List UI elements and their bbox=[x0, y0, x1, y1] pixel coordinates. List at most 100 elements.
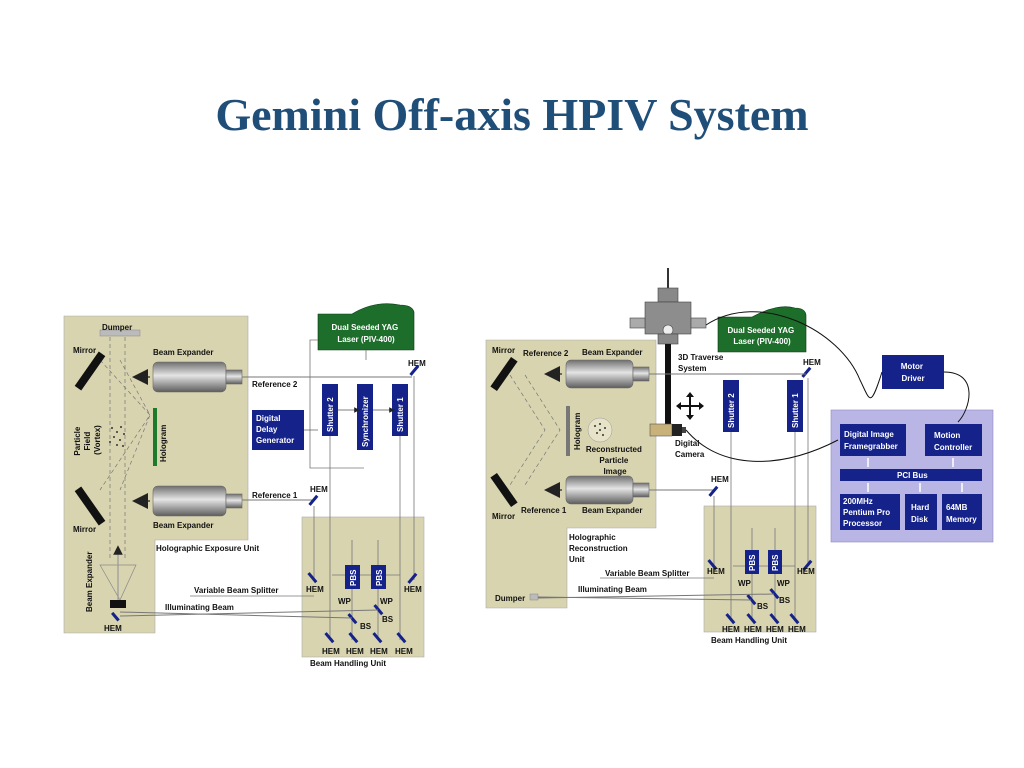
be-right-top-label: Beam Expander bbox=[582, 348, 642, 357]
memory bbox=[942, 494, 982, 530]
framegrabber bbox=[840, 424, 906, 456]
hem-right-vbs-a bbox=[707, 559, 718, 571]
hem-left-vbs-b bbox=[407, 572, 418, 584]
pci-bus bbox=[840, 469, 982, 481]
vertical-expander-block bbox=[110, 600, 126, 608]
beam-expander-top bbox=[152, 361, 243, 393]
reconstruction-unit-panel bbox=[485, 339, 657, 609]
hem-right-row-1: HEM bbox=[722, 625, 740, 634]
processor bbox=[840, 494, 900, 530]
hard-disk-line1: Hard bbox=[911, 503, 929, 512]
sync-wires bbox=[304, 407, 395, 431]
shutter1-right bbox=[787, 380, 803, 432]
beam-expander-right-bottom bbox=[565, 475, 650, 505]
hem-right-top-label: HEM bbox=[803, 358, 821, 367]
hem-right-top bbox=[801, 366, 812, 378]
memory-line2: Memory bbox=[946, 515, 977, 524]
shutter2-left bbox=[322, 384, 338, 436]
mirror-top-label: Mirror bbox=[73, 346, 96, 355]
bs-left-2-label: BS bbox=[382, 615, 394, 624]
dumper-right bbox=[529, 593, 539, 601]
motor-driver-line2: Driver bbox=[901, 374, 924, 383]
particle-field-line2: Field bbox=[83, 432, 92, 451]
reconstructed-dots bbox=[594, 423, 606, 436]
traverse-label: 3D Traverse System bbox=[678, 353, 726, 373]
synchronizer-left-label: Synchronizer bbox=[361, 396, 370, 447]
vbs-right-label: Variable Beam Splitter bbox=[605, 569, 689, 578]
motion-controller-line1: Motion bbox=[934, 431, 960, 440]
hem-right-ref1-label: HEM bbox=[711, 475, 729, 484]
hem-right-vbs-b bbox=[802, 559, 813, 571]
left-system: Dumper Mirror Mirror Beam Expander Beam … bbox=[63, 303, 426, 668]
hem-left-row-1: HEM bbox=[322, 647, 340, 656]
laser-left-line1: Dual Seeded YAG bbox=[332, 323, 399, 332]
camera-line1: Digital bbox=[675, 439, 699, 448]
reference1-label: Reference 1 bbox=[252, 491, 298, 500]
shutter2-right bbox=[723, 380, 739, 432]
hem-left-ref1-label: HEM bbox=[310, 485, 328, 494]
processor-line2: Pentium Pro bbox=[843, 508, 890, 517]
laser-right-label: Dual Seeded YAG Laser (PIV-400) bbox=[728, 326, 797, 346]
recon-unit-line2: Reconstruction bbox=[569, 544, 628, 553]
camera-label: Digital Camera bbox=[675, 439, 705, 459]
pbs-left-1 bbox=[345, 565, 360, 589]
recon-line1: Reconstructed bbox=[586, 445, 642, 454]
hem-left-bottom bbox=[111, 611, 120, 622]
beam-handling-unit-left bbox=[301, 516, 425, 658]
framegrabber-line2: Framegrabber bbox=[844, 442, 898, 451]
hem-left-bottom-row bbox=[324, 632, 407, 644]
mirror-right-top-label: Mirror bbox=[492, 346, 515, 355]
motor-driver bbox=[882, 355, 944, 389]
beam-expander-bottom bbox=[152, 485, 243, 517]
framegrabber-label: Digital Image Framegrabber bbox=[844, 430, 898, 451]
traverse-mechanism bbox=[629, 268, 707, 426]
particle-field-label: Particle Field (Vortex) bbox=[73, 424, 102, 455]
beam-handling-unit-right bbox=[703, 505, 817, 633]
mirror-bottom-label: Mirror bbox=[73, 525, 96, 534]
hem-left-vbs-a-label: HEM bbox=[306, 585, 324, 594]
pbs-right-2 bbox=[768, 550, 782, 574]
dumper-right-label: Dumper bbox=[495, 594, 525, 603]
digital-delay-generator bbox=[252, 410, 304, 450]
dumper-block bbox=[99, 329, 141, 337]
hem-left-top-label: HEM bbox=[408, 359, 426, 368]
exposure-unit-label: Holographic Exposure Unit bbox=[156, 544, 259, 553]
shutter2-left-label: Shutter 2 bbox=[326, 397, 335, 432]
beam-expander-bottom-label: Beam Expander bbox=[153, 521, 213, 530]
wp-left-1: WP bbox=[338, 597, 352, 606]
processor-line1: 200MHz bbox=[843, 497, 873, 506]
hem-left-top bbox=[409, 364, 420, 376]
pci-bus-label: PCI Bus bbox=[897, 471, 928, 480]
motor-driver-line1: Motor bbox=[901, 362, 923, 371]
hologram-right-label: Hologram bbox=[573, 413, 582, 450]
motor-driver-label: Motor Driver bbox=[901, 362, 925, 383]
shutter2-right-label: Shutter 2 bbox=[727, 393, 736, 428]
right-system: Mirror Mirror Reference 2 Reference 1 Be… bbox=[485, 268, 994, 645]
move-arrows-icon bbox=[676, 392, 704, 420]
bus-arrows bbox=[867, 458, 963, 492]
framegrabber-line1: Digital Image bbox=[844, 430, 894, 439]
traverse-line2: System bbox=[678, 364, 706, 373]
wp-right-2: WP bbox=[777, 579, 791, 588]
processor-line3: Processor bbox=[843, 519, 882, 528]
hologram-plate bbox=[153, 408, 157, 466]
ddg-line3: Generator bbox=[256, 436, 294, 445]
motion-controller-label: Motion Controller bbox=[934, 431, 972, 452]
memory-label: 64MB Memory bbox=[946, 503, 977, 524]
hem-left-vbs-b-label: HEM bbox=[404, 585, 422, 594]
hologram-label: Hologram bbox=[159, 425, 168, 462]
bs-left-2 bbox=[373, 604, 384, 616]
reference1-right-label: Reference 1 bbox=[521, 506, 567, 515]
hem-right-ref1 bbox=[708, 485, 719, 497]
be-right-bottom-label: Beam Expander bbox=[582, 506, 642, 515]
pbs-right-2-label: PBS bbox=[771, 554, 780, 571]
cables bbox=[685, 311, 970, 462]
bs-left-1-label: BS bbox=[360, 622, 372, 631]
recon-image-label: Reconstructed Particle Image bbox=[586, 445, 644, 476]
hem-left-bottom-label: HEM bbox=[104, 624, 122, 633]
bs-right-1-label: BS bbox=[757, 602, 769, 611]
bs-right-1 bbox=[746, 594, 757, 606]
reference2-label: Reference 2 bbox=[252, 380, 298, 389]
laser-right-line2: Laser (PIV-400) bbox=[733, 337, 791, 346]
